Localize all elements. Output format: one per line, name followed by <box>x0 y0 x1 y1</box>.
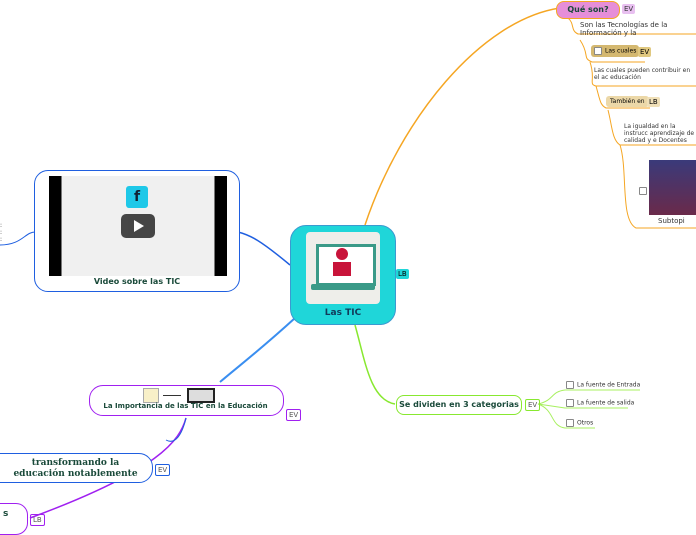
topic-title: s <box>3 509 9 519</box>
category-label: La fuente de salida <box>577 399 635 407</box>
category-label: Otros <box>577 419 594 427</box>
importance-title: La Importancia de las TIC en la Educació… <box>103 402 268 410</box>
central-topic[interactable]: Las TIC <box>290 225 396 325</box>
category-item[interactable]: La fuente de salida <box>566 399 634 407</box>
tag-ev: EV <box>286 409 302 421</box>
connector-lines <box>0 7 696 519</box>
tag-lb: LB <box>396 269 409 279</box>
topic-label: También en <box>610 98 645 105</box>
left-cut-text: ::: <box>0 222 3 243</box>
text-igualdad: La igualdad en la instrucc aprendizaje d… <box>624 123 695 144</box>
checkbox[interactable] <box>594 47 602 55</box>
categories-topic[interactable]: Se dividen en 3 categorias <box>396 395 522 415</box>
topic-tambien-en[interactable]: También en <box>606 96 649 107</box>
tag-ev: EV <box>622 4 636 14</box>
video-thumbnail[interactable]: f <box>49 176 227 276</box>
play-icon[interactable] <box>121 214 155 238</box>
facebook-icon: f <box>126 186 148 208</box>
checkbox[interactable] <box>639 187 647 195</box>
category-item[interactable]: La fuente de Entrada <box>566 381 640 389</box>
categories-title: Se dividen en 3 categorias <box>399 400 519 409</box>
category-item[interactable]: Otros <box>566 419 593 427</box>
tag-ev: EV <box>638 47 652 57</box>
text-cuales: Las cuales pueden contribuir en el ac ed… <box>594 67 691 81</box>
topic-title: Qué son? <box>567 5 609 14</box>
checkbox[interactable] <box>566 381 574 389</box>
video-title: Video sobre las TIC <box>93 277 181 286</box>
video-node[interactable]: f Video sobre las TIC <box>34 170 240 292</box>
tag-ev: EV <box>525 399 541 411</box>
importance-topic[interactable] <box>89 385 284 416</box>
topic-label: Las cuales <box>605 47 637 55</box>
tag-lb: LB <box>647 97 660 107</box>
text-definition: Son las Tecnologías de la Información y … <box>580 21 668 37</box>
tag-lb: LB <box>30 514 45 526</box>
transform-topic[interactable]: transformando la educación notablemente <box>0 453 153 483</box>
checkbox[interactable] <box>566 419 574 427</box>
importance-image <box>141 388 231 403</box>
subtopic-image <box>649 160 696 215</box>
topic-que-son[interactable]: Qué son? <box>556 1 620 19</box>
tag-ev: EV <box>155 464 171 476</box>
subtopic-caption: Subtopi <box>658 217 685 225</box>
central-title: Las TIC <box>324 308 362 318</box>
category-label: La fuente de Entrada <box>577 381 641 389</box>
checkbox[interactable] <box>566 399 574 407</box>
topic-las-cuales[interactable]: Las cuales <box>591 45 640 57</box>
transform-title: transformando la educación notablemente <box>13 458 138 479</box>
laptop-user-icon <box>306 232 380 304</box>
bottom-left-topic[interactable]: s <box>0 503 28 535</box>
